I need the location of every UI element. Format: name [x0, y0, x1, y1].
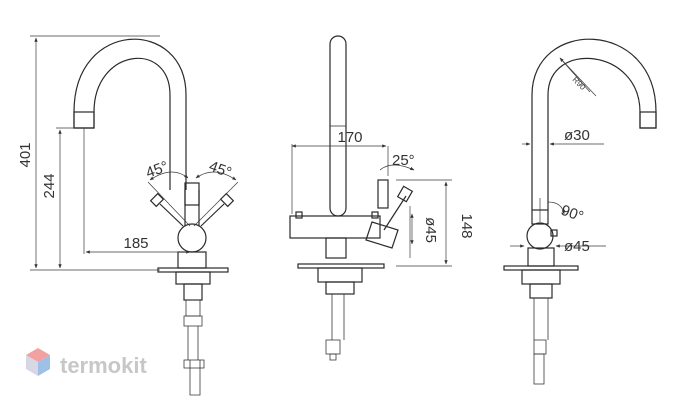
dim-side-lever-angle: 25°: [392, 152, 415, 169]
back-view: [503, 38, 657, 385]
front-lever-right: [200, 203, 225, 227]
dim-side-lever-rotation: 90°: [559, 202, 586, 226]
front-spout-tip: [73, 111, 95, 129]
dim-height-total: 401: [17, 142, 34, 167]
back-body: [526, 222, 554, 250]
dim-lever-angle-left: 45°: [144, 158, 171, 182]
front-base-plate: [157, 267, 229, 273]
dim-side-body-diameter: ø45: [422, 217, 439, 243]
side-body: [289, 215, 381, 239]
dim-spout-radius: R90: [571, 75, 588, 92]
back-base-plate: [503, 265, 579, 271]
dim-lever-angle-right: 45°: [207, 158, 234, 182]
front-spout: [73, 38, 187, 190]
watermark-brand: termokit: [60, 353, 147, 378]
dim-spout-diameter: ø30: [564, 127, 590, 144]
dim-height-spout: 244: [41, 173, 58, 198]
side-base-plate: [297, 263, 385, 269]
front-column-connector: [184, 182, 200, 206]
front-body: [177, 223, 207, 253]
dim-reach: 185: [123, 235, 148, 252]
dim-right-body-diameter: ø45: [564, 238, 590, 255]
back-spout: [531, 38, 657, 210]
dim-side-height: 148: [458, 213, 475, 238]
dim-side-reach: 170: [337, 129, 362, 146]
front-lever-left: [159, 203, 184, 227]
back-spout-tip: [639, 111, 657, 129]
side-lever: [383, 195, 407, 231]
side-lever-hub: [365, 221, 399, 249]
side-view: [289, 35, 452, 361]
termokit-logo-icon: [26, 348, 50, 376]
front-view: [30, 35, 239, 396]
